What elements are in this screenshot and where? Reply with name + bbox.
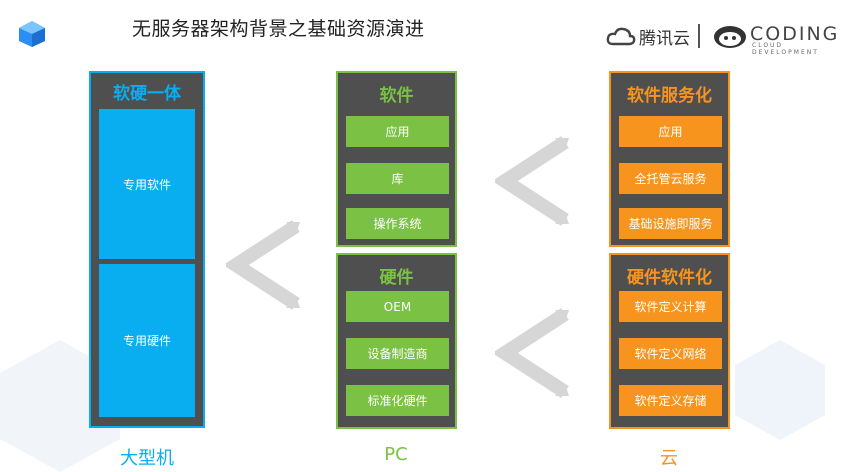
pc-software-item-label: 库 <box>391 172 404 186</box>
mainframe-software-block: 专用软件 <box>99 109 195 259</box>
pc-hardware-item-label: 设备制造商 <box>367 347 428 361</box>
pc-software-panel: 软件 应用 库 操作系统 <box>336 71 457 247</box>
brand-separator <box>698 24 700 48</box>
mainframe-software-label: 专用软件 <box>122 177 171 192</box>
coding-logo-text: CODING <box>750 23 840 45</box>
page-title: 无服务器架构背景之基础资源演进 <box>132 18 425 40</box>
cloud-software-item: 应用 <box>619 116 722 147</box>
chevron-arrow-icon <box>495 136 569 226</box>
cloud-software-item-label: 全托管云服务 <box>634 172 707 186</box>
tencent-cloud-text: 腾讯云 <box>639 28 690 49</box>
pc-hardware-item: 标准化硬件 <box>346 385 449 416</box>
cloud-hardware-header: 硬件软件化 <box>627 268 712 288</box>
cloud-label: 云 <box>660 448 678 469</box>
mainframe-label: 大型机 <box>120 448 174 469</box>
pc-hardware-item-label: OEM <box>383 299 412 314</box>
cloud-software-item: 全托管云服务 <box>619 163 722 194</box>
pc-software-item: 库 <box>346 163 449 194</box>
coding-mascot-icon <box>714 26 746 48</box>
background-hexagon-right <box>735 340 825 440</box>
pc-hardware-item: 设备制造商 <box>346 338 449 369</box>
pc-software-item-label: 应用 <box>385 125 410 139</box>
cloud-hardware-item-label: 软件定义存储 <box>634 394 707 408</box>
pc-hardware-panel: 硬件 OEM 设备制造商 标准化硬件 <box>336 253 457 429</box>
cloud-software-panel: 软件服务化 应用 全托管云服务 基础设施即服务 <box>609 71 730 247</box>
tencent-cloud-logo: 腾讯云 <box>606 22 690 50</box>
mainframe-hardware-block: 专用硬件 <box>99 264 195 417</box>
cube-logo-icon <box>19 21 45 47</box>
cloud-software-item-label: 基础设施即服务 <box>628 217 713 231</box>
pc-hardware-header: 硬件 <box>379 268 414 288</box>
cloud-software-item-label: 应用 <box>658 125 683 139</box>
cloud-hardware-panel: 硬件软件化 软件定义计算 软件定义网络 软件定义存储 <box>609 253 730 429</box>
coding-logo-subtext: CLOUD DEVELOPMENT <box>752 42 819 56</box>
mainframe-hardware-label: 专用硬件 <box>122 334 171 348</box>
cloud-hardware-item-label: 软件定义计算 <box>634 300 707 314</box>
cloud-software-item: 基础设施即服务 <box>619 208 722 239</box>
pc-software-item: 应用 <box>346 116 449 147</box>
mainframe-panel: 软硬一体 专用软件 专用硬件 <box>89 71 205 428</box>
pc-hardware-item: OEM <box>346 291 449 322</box>
pc-software-header: 软件 <box>379 86 414 106</box>
cloud-hardware-item: 软件定义计算 <box>619 291 722 322</box>
pc-software-item: 操作系统 <box>346 208 449 239</box>
chevron-arrow-icon <box>495 308 569 398</box>
cloud-icon <box>606 27 636 46</box>
mainframe-header: 软硬一体 <box>113 84 181 104</box>
chevron-arrow-icon <box>226 220 300 310</box>
cloud-software-header: 软件服务化 <box>627 86 712 106</box>
pc-hardware-item-label: 标准化硬件 <box>367 394 428 408</box>
cloud-hardware-item-label: 软件定义网络 <box>634 347 707 361</box>
cloud-hardware-item: 软件定义网络 <box>619 338 722 369</box>
pc-label: PC <box>384 444 408 465</box>
cloud-hardware-item: 软件定义存储 <box>619 385 722 416</box>
pc-software-item-label: 操作系统 <box>373 217 422 231</box>
